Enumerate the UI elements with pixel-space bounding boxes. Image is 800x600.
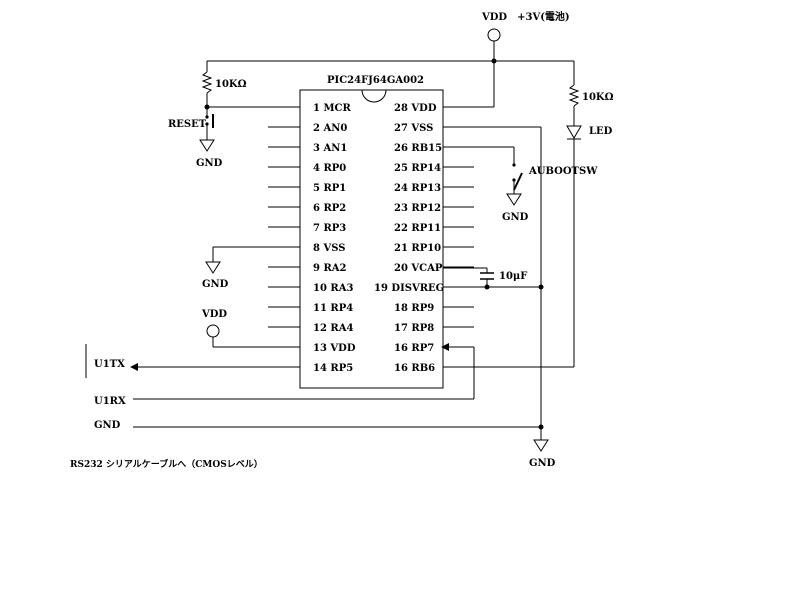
u1rx-label: U1RX bbox=[94, 396, 126, 407]
gnd-bus-junction bbox=[538, 424, 544, 430]
right-pin-label: 19 DISVREG bbox=[374, 283, 444, 294]
vdd-junction bbox=[491, 58, 497, 64]
rp7-arrow bbox=[441, 343, 449, 351]
left-pin-labels: 1 MCR 2 AN0 3 AN1 4 RP0 5 RP1 6 RP2 7 RP3 8 VSS… bbox=[313, 103, 356, 374]
r2-label: 10KΩ bbox=[582, 92, 614, 103]
gnd-bus-label: GND bbox=[94, 420, 121, 431]
autoboot-switch bbox=[513, 172, 523, 191]
chip-name: PIC24FJ64GA002 bbox=[327, 75, 424, 86]
chip-notch bbox=[361, 89, 387, 103]
gnd-reset-symbol bbox=[199, 139, 215, 152]
gnd-main-symbol bbox=[533, 439, 549, 452]
vdd-left-terminal bbox=[206, 324, 220, 338]
right-pin-label: 28 VDD bbox=[394, 103, 437, 114]
left-pin-label: 1 MCR bbox=[313, 103, 351, 114]
chip-body bbox=[299, 89, 444, 389]
right-pin-label: 18 RP9 bbox=[394, 303, 434, 314]
autoboot-contact-top bbox=[512, 163, 516, 167]
left-pin-label: 13 VDD bbox=[313, 343, 356, 354]
u1tx-arrow bbox=[130, 363, 138, 371]
r1-label: 10KΩ bbox=[215, 79, 247, 90]
left-pin-label: 9 RA2 bbox=[313, 263, 347, 274]
gnd-main-label: GND bbox=[529, 458, 556, 469]
gnd-autoboot-label: GND bbox=[502, 212, 529, 223]
autoboot-label: AUBOOTSW bbox=[528, 166, 598, 177]
left-pin-label: 14 RP5 bbox=[313, 363, 353, 374]
cap-label: 10μF bbox=[499, 271, 527, 282]
right-pin-label: 22 RP11 bbox=[394, 223, 441, 234]
disvreg-junction-a bbox=[484, 284, 490, 290]
left-pin-label: 4 RP0 bbox=[313, 163, 346, 174]
vdd-left-label: VDD bbox=[201, 309, 227, 320]
right-pin-label: 25 RP14 bbox=[394, 163, 441, 174]
gnd-vss8-label: GND bbox=[202, 279, 229, 290]
right-pin-label: 23 RP12 bbox=[394, 203, 441, 214]
u1tx-label: U1TX bbox=[94, 359, 125, 370]
vdd-top-terminal bbox=[487, 28, 501, 42]
right-pin-label: 24 RP13 bbox=[394, 183, 441, 194]
left-pin-label: 11 RP4 bbox=[313, 303, 353, 314]
right-pin-label: 27 VSS bbox=[394, 123, 433, 134]
left-pin-label: 8 VSS bbox=[313, 243, 345, 254]
left-pin-label: 7 RP3 bbox=[313, 223, 346, 234]
r1-resistor bbox=[201, 71, 213, 94]
gnd-vss8-symbol bbox=[205, 261, 221, 274]
right-pin-label: 20 VCAP bbox=[394, 263, 443, 274]
left-pin-label: 3 AN1 bbox=[313, 143, 347, 154]
rs232-note: RS232 シリアルケーブルへ（CMOSレベル） bbox=[70, 458, 263, 470]
left-pin-label: 6 RP2 bbox=[313, 203, 346, 214]
reset-contact-top bbox=[205, 115, 209, 119]
reset-contact-bottom bbox=[205, 122, 209, 126]
right-pin-label: 17 RP8 bbox=[394, 323, 434, 334]
gnd-autoboot-symbol bbox=[506, 193, 522, 206]
left-pin-label: 10 RA3 bbox=[313, 283, 353, 294]
vdd-top-label: VDD +3V(電池) bbox=[481, 10, 570, 23]
right-pin-label: 16 RB6 bbox=[394, 363, 435, 374]
right-pin-labels: 28 VDD 27 VSS 26 RB15 25 RP14 24 RP13 23 RP12… bbox=[374, 103, 444, 374]
left-pin-label: 2 AN0 bbox=[313, 123, 347, 134]
led-symbol bbox=[566, 125, 582, 139]
left-pin-label: 5 RP1 bbox=[313, 183, 346, 194]
left-pin-label: 12 RA4 bbox=[313, 323, 353, 334]
led-label: LED bbox=[589, 126, 613, 137]
right-pin-label: 26 RB15 bbox=[394, 143, 442, 154]
gnd-reset-label: GND bbox=[196, 158, 223, 169]
disvreg-junction-b bbox=[538, 284, 544, 290]
right-pin-label: 21 RP10 bbox=[394, 243, 441, 254]
r2-resistor bbox=[568, 84, 580, 107]
reset-label: RESET bbox=[168, 119, 207, 130]
right-pin-label: 16 RP7 bbox=[394, 343, 434, 354]
